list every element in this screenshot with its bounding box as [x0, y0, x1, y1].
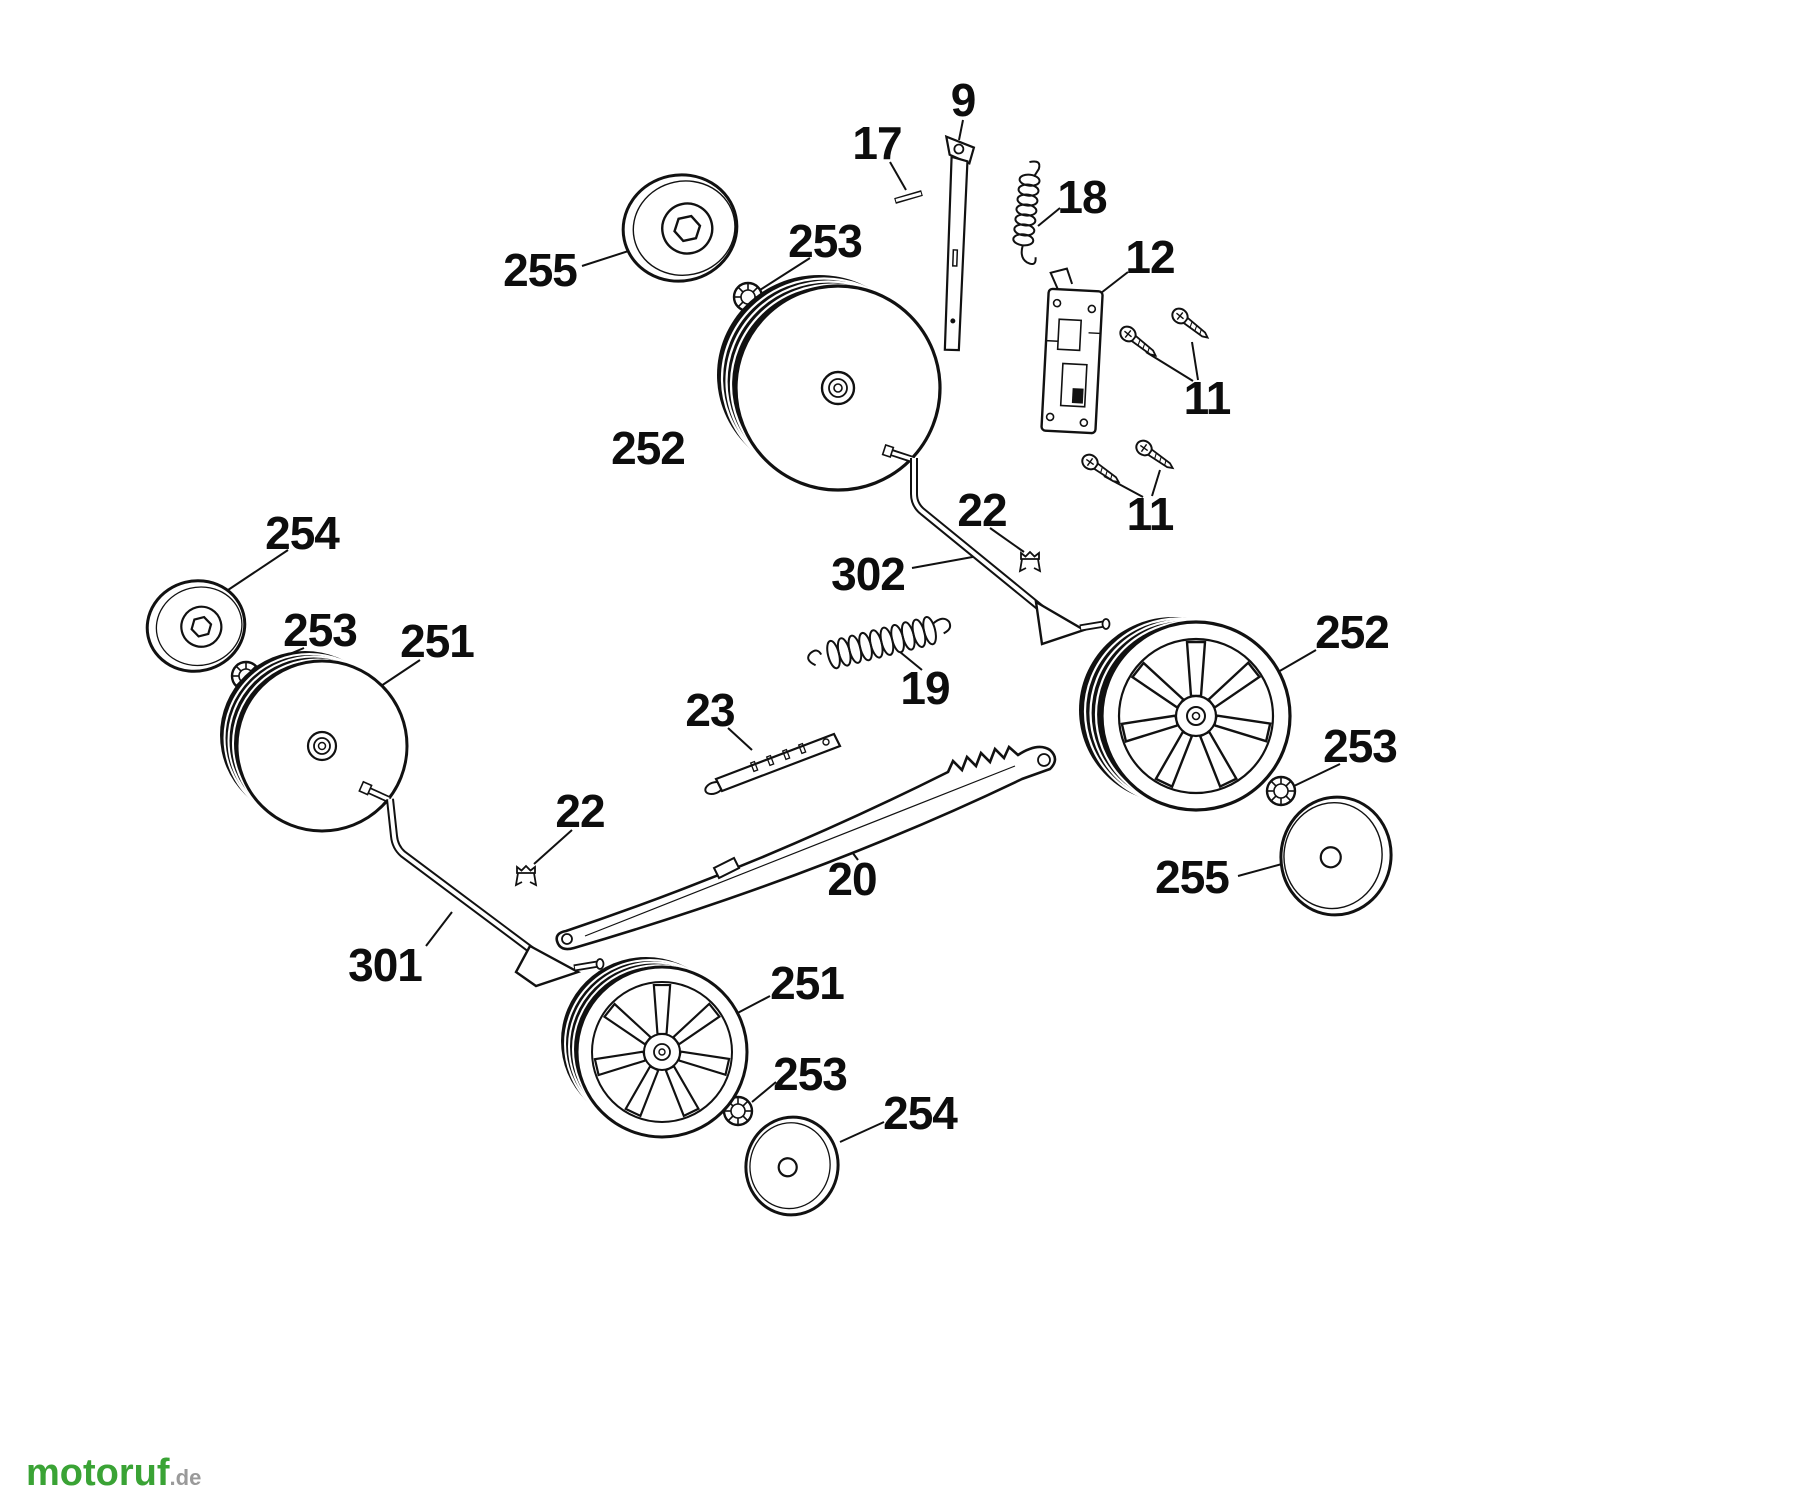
- part-253-washer-right: [1265, 775, 1297, 807]
- part-label-255-topleft: 255: [503, 244, 578, 296]
- part-label-9: 9: [950, 74, 977, 126]
- part-label-22-right: 22: [957, 484, 1007, 536]
- part-label-254-bottom: 254: [883, 1087, 958, 1139]
- motoruf-tld-text: .de: [169, 1465, 202, 1490]
- part-label-12: 12: [1125, 231, 1175, 283]
- part-252-wheel-top: [717, 275, 942, 492]
- part-11-screws-upper: [1116, 304, 1213, 363]
- part-23-bracket: [704, 732, 842, 796]
- part-label-11-lower: 11: [1126, 488, 1175, 540]
- part-label-11-upper: 11: [1183, 372, 1232, 424]
- motoruf-watermark: motoruf.de: [26, 1452, 201, 1495]
- part-label-23: 23: [685, 684, 735, 736]
- part-9-bracket: [943, 134, 976, 352]
- part-254-disc-bottom: [744, 1115, 840, 1217]
- part-label-253-top: 253: [788, 215, 863, 267]
- part-18-spring: [1012, 160, 1041, 265]
- part-22-clip-right: [1019, 551, 1041, 572]
- part-label-251-left: 251: [400, 615, 475, 667]
- part-label-302: 302: [831, 548, 906, 600]
- part-251-wheel-left: [220, 651, 409, 833]
- part-label-251-bottom: 251: [770, 957, 845, 1009]
- part-17-pin: [894, 190, 923, 204]
- part-301-axle: [358, 780, 605, 988]
- part-12-plate: [1040, 267, 1104, 435]
- part-label-18: 18: [1057, 171, 1107, 223]
- motoruf-brand-text: motoruf: [26, 1452, 170, 1494]
- part-19-spring: [807, 615, 952, 670]
- part-label-17: 17: [852, 117, 902, 169]
- part-22-clip-left: [515, 865, 537, 886]
- part-255-hubcap-right: [1279, 795, 1393, 917]
- part-label-20: 20: [827, 853, 877, 905]
- part-label-253-right: 253: [1323, 720, 1398, 772]
- part-20-lever: [555, 744, 1057, 951]
- part-252-wheel-right: [1079, 617, 1292, 812]
- part-254-disc-left: [145, 579, 247, 673]
- part-302-axle: [881, 444, 1111, 646]
- part-label-253-bottom: 253: [773, 1048, 848, 1100]
- part-label-19: 19: [900, 662, 950, 714]
- part-label-301: 301: [348, 939, 423, 991]
- part-11-screws-lower: [1078, 436, 1178, 489]
- part-label-252-right: 252: [1315, 606, 1390, 658]
- part-label-253-left: 253: [283, 604, 358, 656]
- part-label-255-right: 255: [1155, 851, 1230, 903]
- part-label-254-left: 254: [265, 507, 340, 559]
- part-label-252-top: 252: [611, 422, 686, 474]
- part-251-wheel-bottom: [561, 957, 749, 1139]
- leader-lines: [227, 119, 1341, 1143]
- part-label-22-left: 22: [555, 785, 605, 837]
- part-255-hubcap-topleft: [621, 173, 739, 283]
